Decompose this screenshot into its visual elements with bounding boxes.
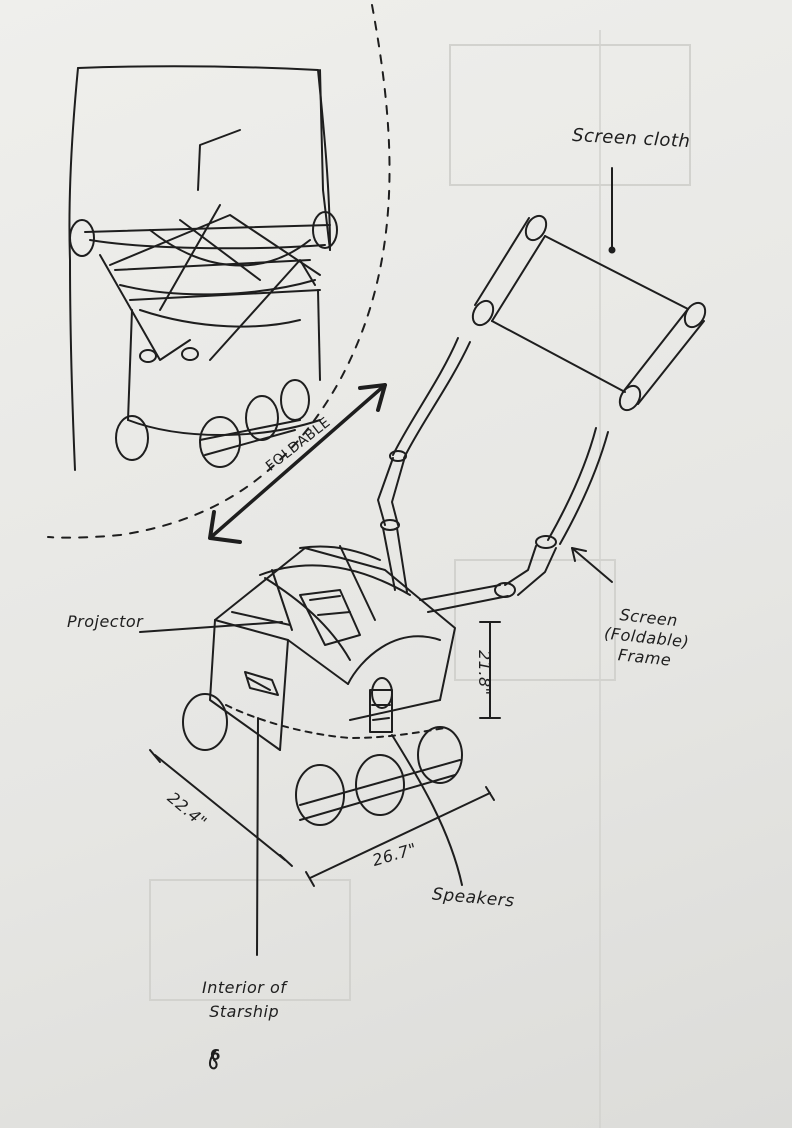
foldable-arrow <box>210 385 385 542</box>
folded-robot-sketch <box>69 66 337 470</box>
screen-cloth-drawing <box>469 168 710 414</box>
projector-label: Projector <box>67 612 143 632</box>
robot-wheels <box>183 694 462 825</box>
robot-body <box>140 546 455 750</box>
interior-label: Interior of Starship <box>202 978 286 1022</box>
screen-frame-label: Screen (Foldable) Frame <box>601 604 692 673</box>
right-frame-arm <box>420 428 608 612</box>
interior-label-line2: Starship <box>202 1002 286 1022</box>
left-frame-arm <box>378 338 470 592</box>
interior-label-line1: Interior of <box>202 978 286 998</box>
page-number: 6 <box>210 1046 221 1065</box>
fold-boundary-dashed <box>48 5 390 538</box>
height-dimension-label: 21.8" <box>474 650 494 695</box>
